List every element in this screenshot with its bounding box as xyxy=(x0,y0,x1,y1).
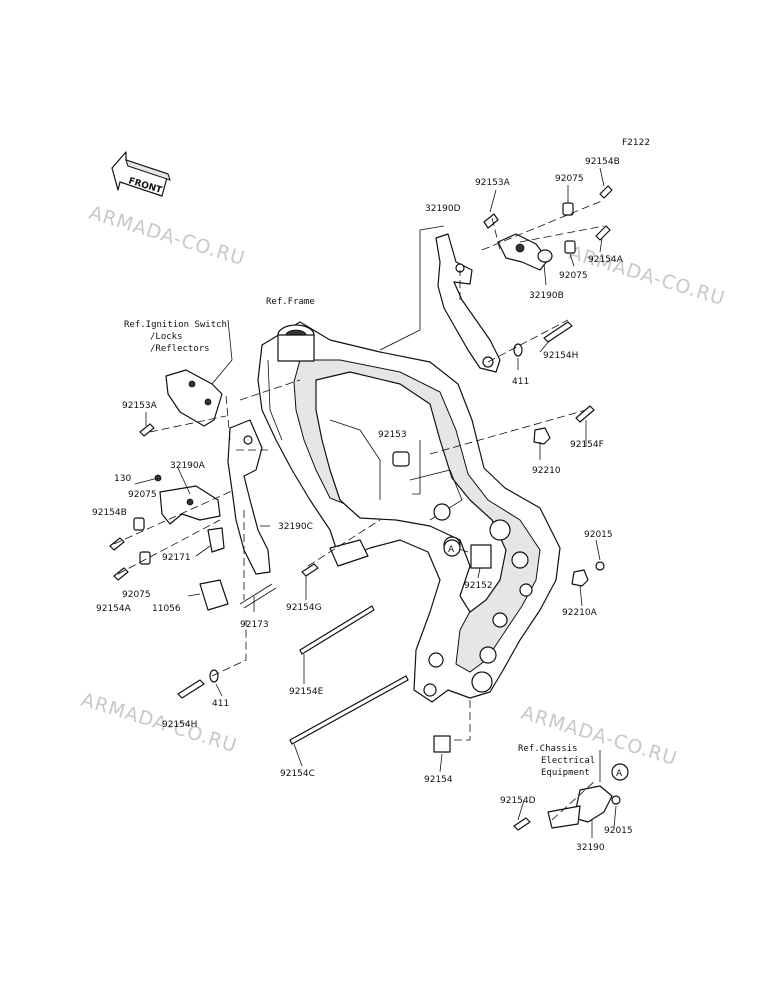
watermark-2: ARMADA-CO.RU xyxy=(567,242,728,310)
ref-frame-label: Ref.Frame xyxy=(266,297,315,307)
part-92153A-left: 92153A xyxy=(122,401,158,411)
ref-chassis-line-1: Ref.Chassis xyxy=(518,744,578,754)
part-92075-top: 92075 xyxy=(555,174,584,184)
bracket-ignition xyxy=(139,369,223,437)
watermark-1: ARMADA-CO.RU xyxy=(87,202,248,270)
part-92154A-left: 92154A xyxy=(96,604,132,614)
ref-ignition-line-2: /Locks xyxy=(150,332,183,342)
ref-chassis-line-3: Equipment xyxy=(541,768,590,778)
part-411-top: 411 xyxy=(512,377,529,387)
callout-a-label-2: A xyxy=(616,769,623,779)
ref-ignition-line-3: /Reflectors xyxy=(150,344,210,354)
bracket-32190C xyxy=(227,419,271,575)
part-92154E: 92154E xyxy=(289,687,324,697)
part-92210: 92210 xyxy=(532,466,561,476)
ref-chassis-line-2: Electrical xyxy=(541,756,595,766)
part-130: 130 xyxy=(114,474,131,484)
part-32190: 32190 xyxy=(576,843,605,853)
callout-a-bracket: A xyxy=(611,763,629,781)
part-92171: 92171 xyxy=(162,553,191,563)
part-92153A-top: 92153A xyxy=(475,178,511,188)
part-92154H-bottom: 92154H xyxy=(162,720,197,730)
part-92210A: 92210A xyxy=(562,608,598,618)
callout-a-frame: A xyxy=(443,539,461,557)
ref-ignition-line-1: Ref.Ignition Switch xyxy=(124,320,227,330)
main-frame xyxy=(257,321,561,703)
leader-lines xyxy=(134,167,617,838)
part-92154B-top: 92154B xyxy=(585,157,620,167)
fasteners-top xyxy=(483,185,613,445)
bracket-32190A xyxy=(159,485,277,611)
part-92154C: 92154C xyxy=(280,769,315,779)
bracket-32190 xyxy=(513,785,621,831)
part-92075-left: 92075 xyxy=(128,490,157,500)
guide-lines xyxy=(113,199,605,821)
figure-code: F2122 xyxy=(622,138,650,148)
callout-a-label-1: A xyxy=(448,545,455,555)
fasteners-left xyxy=(109,474,319,699)
part-92015-right: 92015 xyxy=(584,530,613,540)
long-bolts xyxy=(289,451,605,753)
part-411-bottom: 411 xyxy=(212,699,229,709)
part-11056: 11056 xyxy=(152,604,181,614)
part-92015-bottom: 92015 xyxy=(604,826,633,836)
part-92075-left2: 92075 xyxy=(122,590,151,600)
part-92154B-left: 92154B xyxy=(92,508,127,518)
part-92152: 92152 xyxy=(464,581,493,591)
part-92075-mid: 92075 xyxy=(559,271,588,281)
part-labels: 92154B 92153A 92075 32190D 92154A 92075 … xyxy=(92,157,633,853)
bracket-32190D xyxy=(435,233,501,373)
part-92154H-top: 92154H xyxy=(543,351,578,361)
part-92154F: 92154F xyxy=(570,440,604,450)
part-32190B: 32190B xyxy=(529,291,564,301)
part-32190D: 32190D xyxy=(425,204,461,214)
part-92173: 92173 xyxy=(240,620,269,630)
part-32190A: 32190A xyxy=(170,461,206,471)
part-92154D: 92154D xyxy=(500,796,536,806)
part-92154G: 92154G xyxy=(286,603,322,613)
part-32190C: 32190C xyxy=(278,522,313,532)
part-92153: 92153 xyxy=(378,430,407,440)
part-92154: 92154 xyxy=(424,775,453,785)
part-92154A-top: 92154A xyxy=(588,255,624,265)
front-arrow-icon: FRONT xyxy=(111,151,171,197)
